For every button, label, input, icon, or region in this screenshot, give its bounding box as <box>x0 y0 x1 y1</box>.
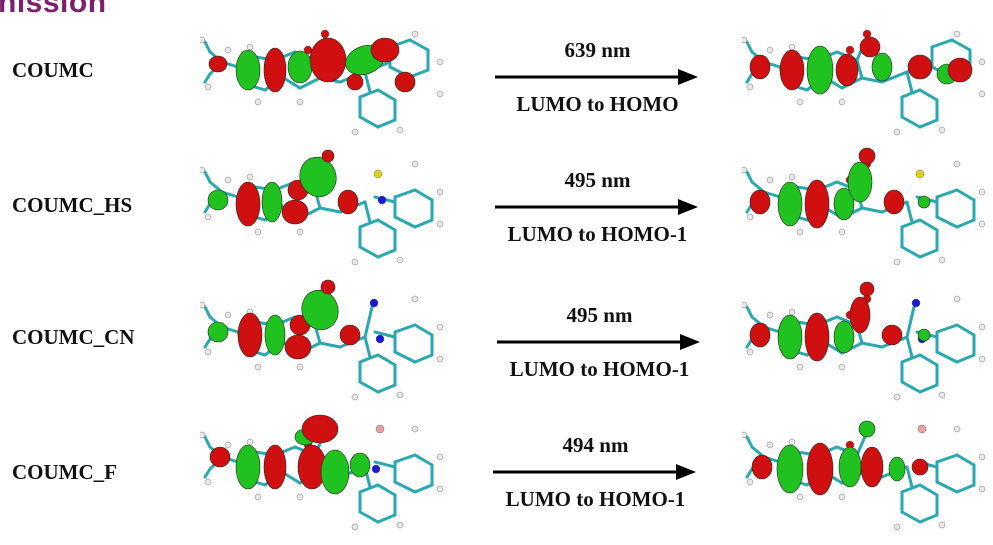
orbital-transition: LUMO to HOMO-1 <box>505 487 686 511</box>
transition-row: COUMC_CN 495 nm LUMO to HOMO-1 <box>0 279 993 415</box>
emission-wavelength: 495 nm <box>564 168 631 192</box>
molecule-label: COUMC_F <box>12 460 117 484</box>
arrow-icon <box>495 69 698 85</box>
emission-wavelength: 639 nm <box>564 38 631 62</box>
orbital-transition: LUMO to HOMO-1 <box>509 357 690 381</box>
arrow-icon <box>493 464 696 480</box>
page-title-fragment: nission <box>0 0 107 19</box>
lumo-orbital-image <box>198 142 450 272</box>
molecule-label: COUMC_CN <box>12 325 135 349</box>
orbital-transition: LUMO to HOMO <box>516 92 679 116</box>
molecule-label: COUMC_HS <box>12 193 133 217</box>
transition-arrow-group: 494 nm LUMO to HOMO-1 <box>493 433 698 525</box>
lumo-orbital-image <box>198 12 450 142</box>
arrow-icon <box>497 334 700 350</box>
molecule-label: COUMC <box>12 58 94 82</box>
transition-row: COUMC 639 nm LUMO to HOMO <box>0 20 993 150</box>
transition-arrow-group: 639 nm LUMO to HOMO <box>495 38 700 130</box>
arrow-icon <box>495 199 698 215</box>
emission-wavelength: 495 nm <box>566 303 633 327</box>
emission-wavelength: 494 nm <box>562 433 629 457</box>
lumo-orbital-image <box>198 277 450 407</box>
transition-row: COUMC_F 494 nm LUMO to HOMO-1 <box>0 414 993 545</box>
orbital-transition: LUMO to HOMO-1 <box>507 222 688 246</box>
homo-orbital-image <box>740 12 992 142</box>
transition-arrow-group: 495 nm LUMO to HOMO-1 <box>497 303 702 395</box>
homo-orbital-image <box>740 277 992 407</box>
homo-orbital-image <box>740 142 992 272</box>
homo-orbital-image <box>740 407 992 537</box>
lumo-orbital-image <box>198 407 450 537</box>
transition-row: COUMC_HS 495 nm LUMO to HOMO-1 <box>0 147 993 280</box>
transition-arrow-group: 495 nm LUMO to HOMO-1 <box>495 168 700 260</box>
